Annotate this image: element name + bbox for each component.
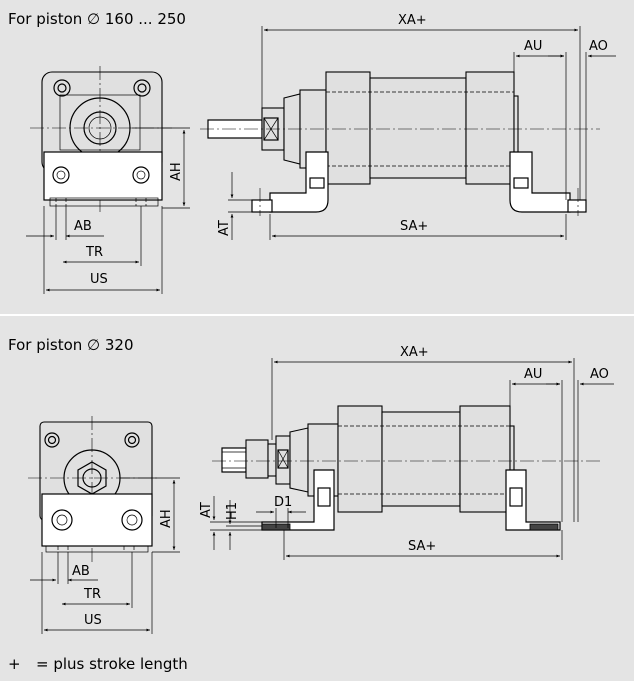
tie-rod-nut [133, 79, 151, 97]
label-ah: AH [159, 509, 174, 528]
dimension-ao-bottom: AO [546, 367, 614, 522]
bearing-cap [289, 427, 309, 493]
dimension-us-top: US [43, 206, 163, 294]
dimension-sa-top: SA+ [269, 214, 567, 240]
rod-lock-washer [267, 443, 277, 477]
foot-mounting [43, 151, 163, 201]
foot-mounting [41, 493, 153, 547]
dimension-h1-bottom: H1 [225, 500, 262, 550]
mounting-screw [132, 166, 150, 184]
foot-bracket-rear [505, 469, 561, 531]
label-tr: TR [83, 587, 101, 602]
cylinder-barrel [381, 411, 461, 507]
rear-end-cap [465, 71, 515, 185]
label-at: AT [199, 502, 214, 518]
label-at: AT [217, 220, 232, 236]
foot-bracket-rear-plate [567, 199, 587, 213]
foot-bracket-front [269, 151, 329, 213]
label-ab: AB [74, 219, 92, 234]
mounting-screw-hex [126, 514, 138, 526]
label-sa: SA+ [408, 539, 436, 554]
bracket-screw [509, 487, 523, 507]
label-ab: AB [72, 564, 90, 579]
wrench-flat [277, 449, 289, 469]
mounting-screw-hex [56, 170, 66, 180]
label-ao: AO [589, 39, 608, 54]
footnote-symbol: + [8, 655, 21, 673]
label-us: US [90, 272, 108, 287]
label-d1: D1 [274, 495, 292, 510]
label-ah: AH [169, 162, 184, 181]
footnote: + = plus stroke length [8, 655, 188, 673]
mounting-screw-hex [56, 514, 68, 526]
mounting-screw [121, 509, 143, 531]
dimension-ah-bottom: AH [120, 477, 180, 553]
front-view-bottom [28, 416, 160, 562]
label-h1: H1 [225, 502, 240, 520]
bracket-screw [513, 177, 529, 189]
dimension-us-bottom: US [41, 552, 153, 634]
dimension-tr-bottom: TR [62, 552, 133, 608]
label-sa: SA+ [400, 219, 428, 234]
label-au: AU [524, 367, 542, 382]
tie-rod [47, 435, 57, 445]
dimension-ab-top: AB [26, 206, 104, 240]
front-end-cap [325, 71, 371, 185]
label-tr: TR [85, 245, 103, 260]
bracket-section-hatch [529, 523, 559, 531]
dimension-ab-bottom: AB [30, 552, 98, 584]
rod-end [221, 447, 247, 473]
label-xa: XA+ [400, 345, 429, 360]
mounting-screw [51, 509, 73, 531]
label-ao: AO [590, 367, 609, 382]
rear-cover [513, 95, 519, 161]
dimension-xa-bottom: XA+ [271, 345, 575, 522]
dimension-d1-bottom: D1 [256, 495, 306, 528]
dimension-sa-bottom: SA+ [283, 530, 563, 560]
tie-rod-nut [124, 432, 140, 448]
label-au: AU [524, 39, 542, 54]
bracket-screw [309, 177, 325, 189]
side-view-bottom [212, 405, 600, 531]
section-divider [0, 314, 634, 316]
rod-lock-nut [245, 439, 269, 479]
bracket-screw [317, 487, 331, 507]
foot-bracket-front-plate [251, 199, 273, 213]
rear-end-cap [459, 405, 511, 513]
label-xa: XA+ [398, 13, 427, 28]
side-view-top [200, 71, 600, 216]
dimension-at-top: AT [217, 172, 252, 240]
front-view-top [30, 66, 172, 215]
foot-base [45, 545, 149, 553]
heading-piston-160-250: For piston ∅ 160 ... 250 [8, 10, 186, 28]
dimension-ao-top: AO [548, 39, 616, 200]
tie-rod-nut [44, 432, 60, 448]
mounting-screw [52, 166, 70, 184]
cylinder-barrel [369, 77, 467, 179]
footnote-text: = plus stroke length [36, 655, 188, 673]
dimension-tr-top: TR [63, 206, 142, 266]
dimension-at-bottom: AT [199, 496, 262, 550]
tie-rod-nut [53, 79, 71, 97]
label-us: US [84, 613, 102, 628]
dimension-au-bottom: AU [509, 367, 563, 522]
front-end-cap [337, 405, 383, 513]
foot-bracket-rear [509, 151, 571, 213]
dimension-xa-top: XA+ [261, 13, 581, 200]
dimension-ah-top: AH [132, 127, 190, 209]
tie-rod [137, 83, 147, 93]
heading-piston-320: For piston ∅ 320 [8, 336, 134, 354]
mounting-screw-hex [136, 170, 146, 180]
tie-rod [57, 83, 67, 93]
foot-base [49, 197, 159, 207]
tie-rod [127, 435, 137, 445]
